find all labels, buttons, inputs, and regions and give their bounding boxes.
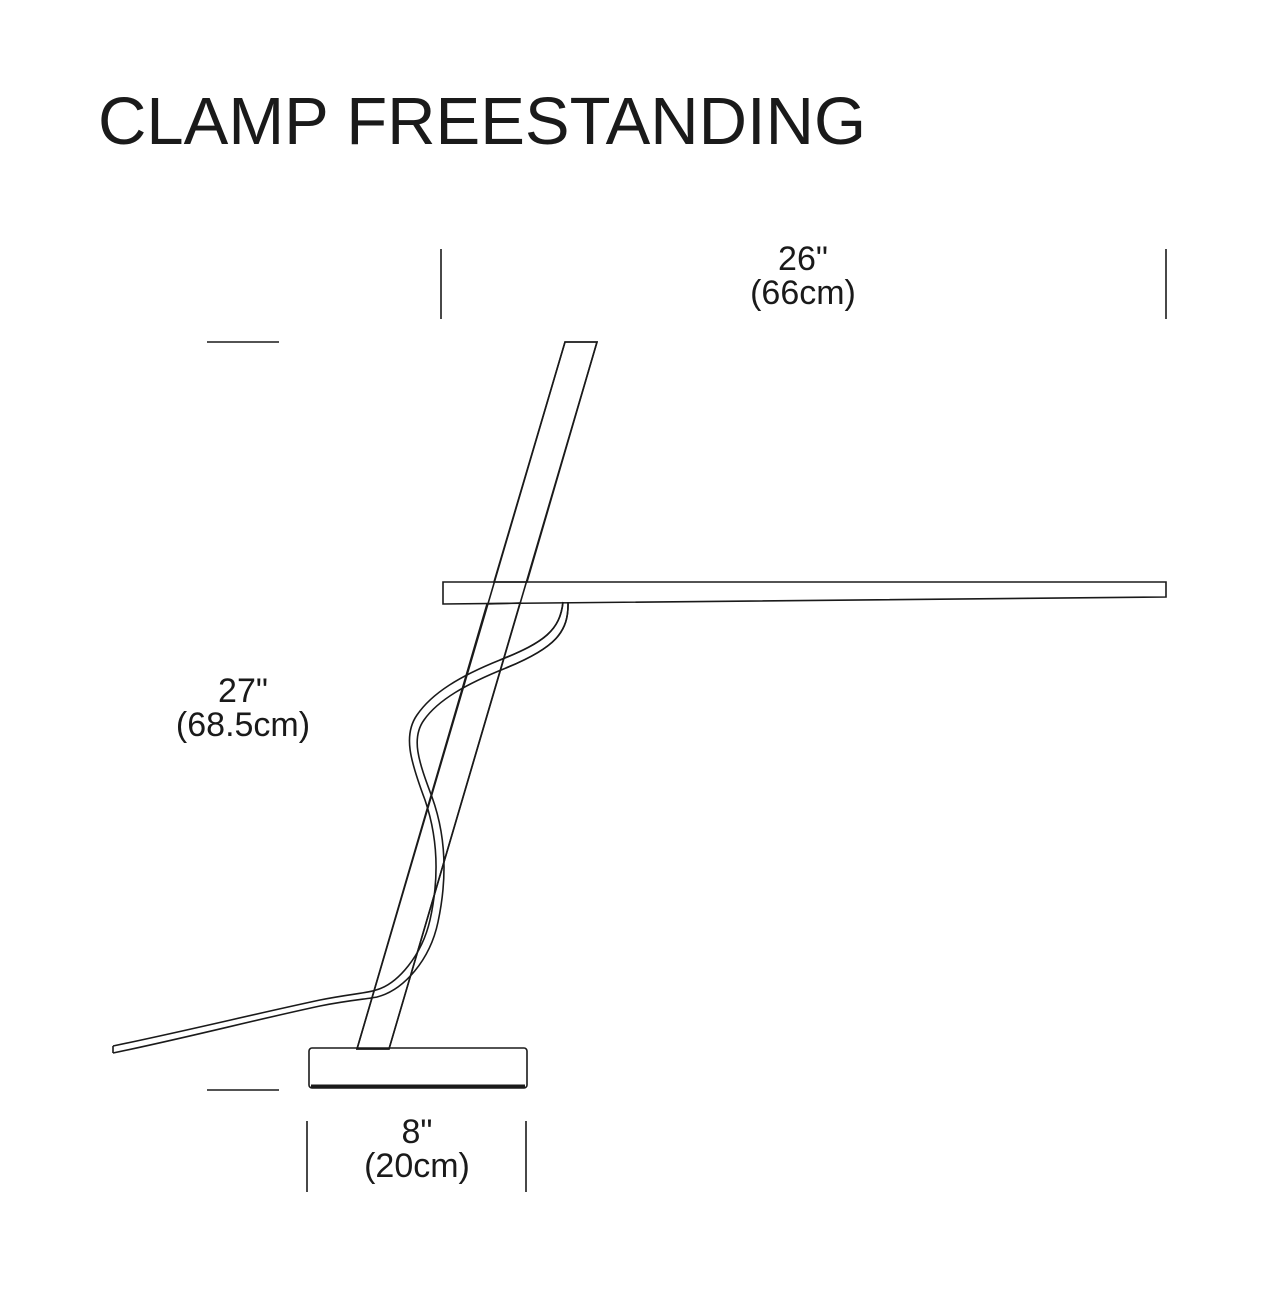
base-imperial-label: 8" xyxy=(402,1113,433,1151)
width-metric-label: (66cm) xyxy=(750,274,856,312)
height-imperial-label: 27" xyxy=(218,672,268,710)
power-cord xyxy=(112,601,564,1047)
width-imperial-label: 26" xyxy=(778,240,828,278)
height-dimension: 27" (68.5cm) xyxy=(176,341,310,1091)
height-metric-label: (68.5cm) xyxy=(176,706,310,744)
lamp-stem-upper xyxy=(492,341,599,583)
base-metric-label: (20cm) xyxy=(364,1147,470,1185)
lamp-arm xyxy=(442,581,1167,605)
width-dimension: 26" (66cm) xyxy=(440,240,1167,319)
lamp-stem xyxy=(355,341,599,1050)
lamp-base xyxy=(308,1047,528,1089)
lamp-illustration xyxy=(112,341,1167,1089)
page-title: CLAMP FREESTANDING xyxy=(98,84,867,159)
power-cord-outline xyxy=(112,601,569,1054)
power-cord-front xyxy=(505,601,569,669)
base-dimension: 8" (20cm) xyxy=(306,1113,527,1192)
power-cord-front-inner xyxy=(499,601,564,661)
lamp-stem-lower xyxy=(355,602,522,1050)
